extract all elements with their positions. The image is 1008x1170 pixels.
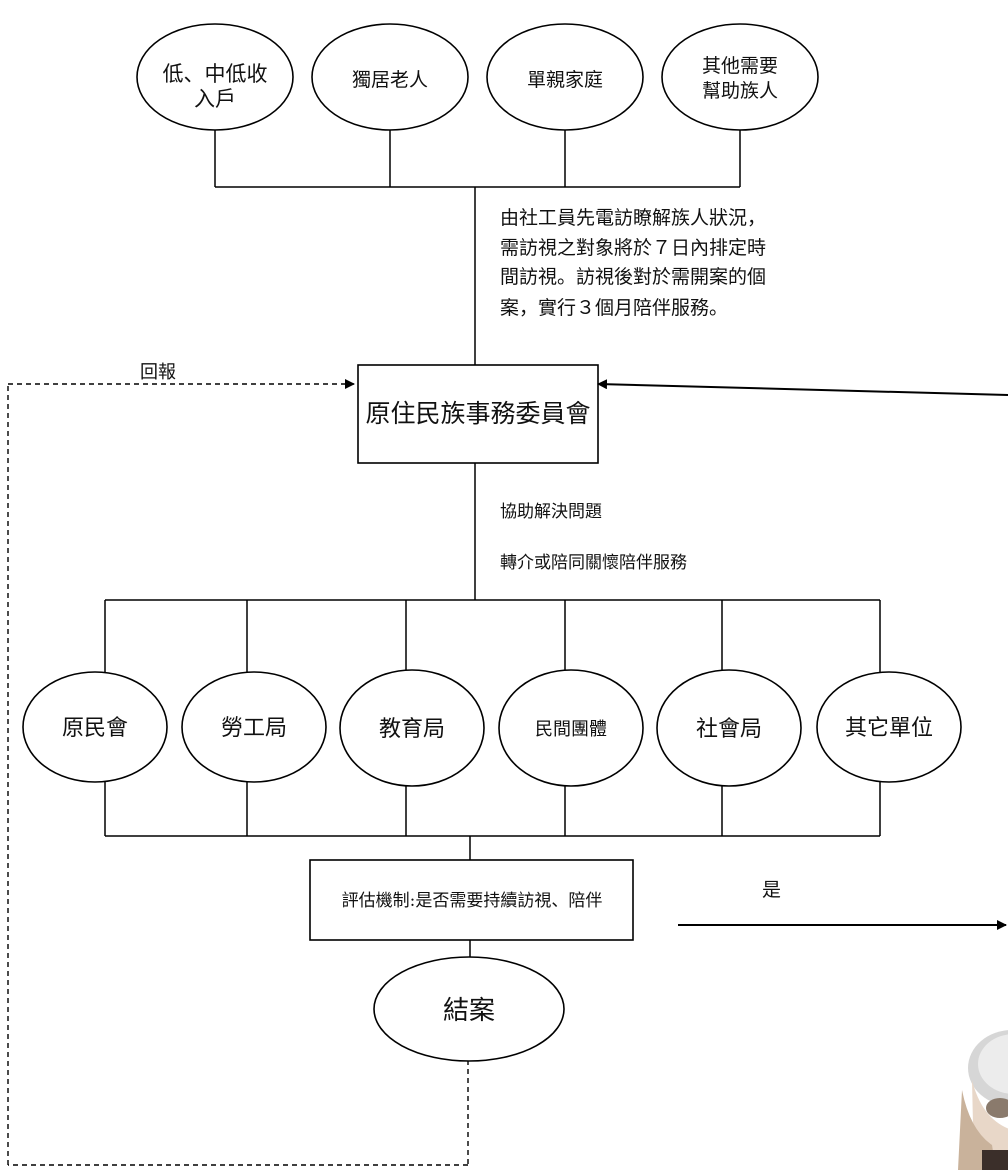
group-label-4a: 其他需要 — [702, 55, 778, 77]
intake-note-line-2: 需訪視之對象將於７日內排定時 — [500, 237, 766, 259]
case-close-node — [373, 956, 565, 1062]
council-label: 原住民族事務委員會 — [365, 399, 590, 428]
agency-node-social-bureau — [656, 669, 802, 787]
agency-label-5: 社會局 — [696, 717, 762, 742]
agency-connector — [104, 599, 881, 860]
agency-label-1: 原民會 — [62, 716, 128, 741]
group-label-1a: 低、中低收 — [163, 62, 268, 86]
agency-label-3: 教育局 — [379, 717, 445, 742]
yes-label: 是 — [762, 879, 781, 901]
report-label: 回報 — [140, 362, 176, 383]
report-loop — [7, 379, 469, 1166]
agency-node-indigenous-council — [22, 671, 168, 783]
assist-note-1: 協助解決問題 — [500, 502, 602, 522]
group-label-4b: 幫助族人 — [702, 80, 778, 102]
case-close-label: 結案 — [443, 996, 495, 1026]
cartoon-figure-image — [952, 1010, 1008, 1170]
agency-node-civil-groups — [498, 669, 644, 787]
group-label-2: 獨居老人 — [352, 69, 428, 91]
agency-label-6: 其它單位 — [845, 716, 933, 741]
agency-node-education-bureau — [339, 669, 485, 787]
assist-note-2: 轉介或陪同關懷陪伴服務 — [500, 553, 687, 573]
agency-label-2: 勞工局 — [221, 716, 287, 741]
group-node-others — [661, 23, 819, 131]
agency-node-labor-bureau — [181, 671, 327, 783]
intake-note-line-4: 案，實行３個月陪伴服務。 — [500, 297, 728, 319]
group-label-1b: 入戶 — [194, 87, 236, 111]
agency-label-4: 民間團體 — [535, 719, 607, 740]
return-arrow — [597, 379, 1008, 396]
top-connector — [214, 130, 741, 365]
intake-note-line-3: 間訪視。訪視後對於需開案的個 — [500, 266, 766, 288]
evaluation-label: 評估機制:是否需要持續訪視、陪伴 — [342, 891, 603, 911]
council-box — [357, 364, 599, 464]
evaluation-box — [309, 859, 634, 941]
agency-node-other-units — [816, 671, 962, 783]
intake-note-line-1: 由社工員先電訪瞭解族人狀況， — [500, 207, 766, 229]
group-label-3: 單親家庭 — [527, 69, 603, 91]
